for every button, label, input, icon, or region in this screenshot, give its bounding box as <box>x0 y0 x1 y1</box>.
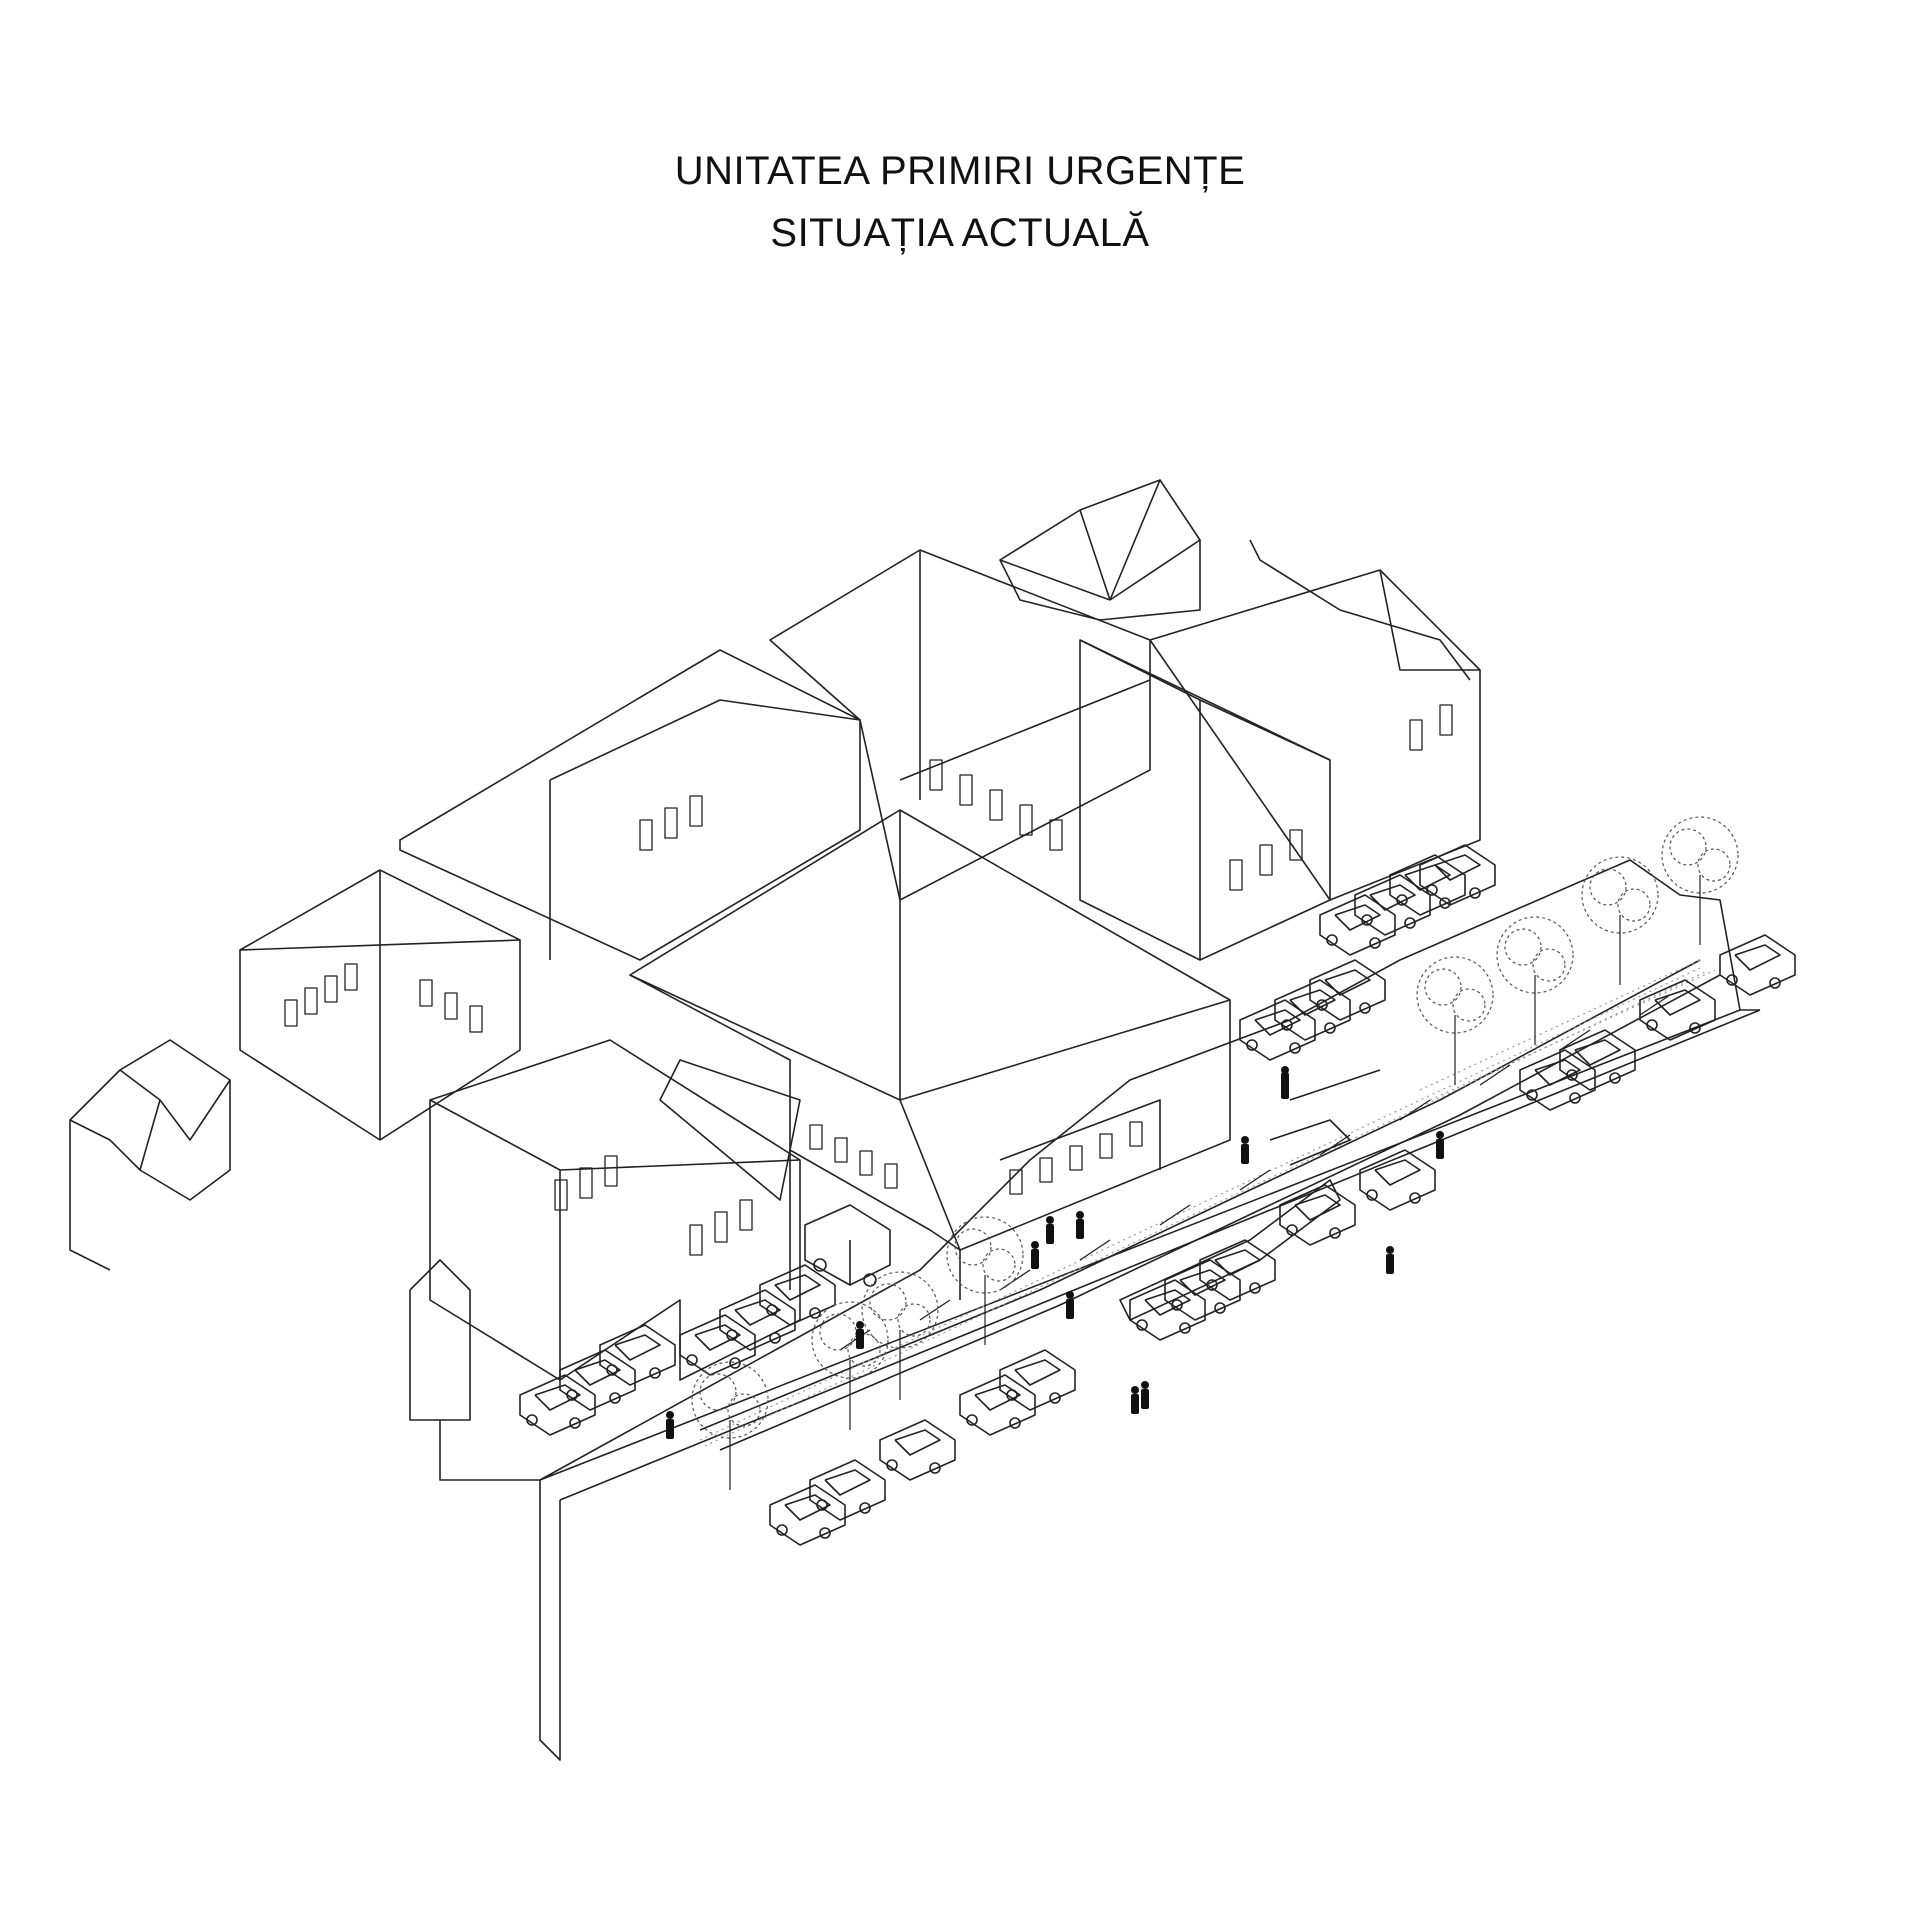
building-southwest-wing <box>410 1040 800 1420</box>
dome <box>1000 480 1200 620</box>
paving-texture <box>700 960 1715 1446</box>
building-north-wing <box>400 550 1150 960</box>
title-line-1: UNITATEA PRIMIRI URGENȚE <box>674 149 1246 193</box>
windows <box>285 705 1452 1255</box>
pedestrians <box>666 1066 1444 1439</box>
entrance-ramp <box>1120 1070 1380 1320</box>
building-northeast-wing <box>1000 480 1480 960</box>
building-emergency-unit <box>630 810 1230 1300</box>
site-ground <box>70 860 1760 1760</box>
title-block: UNITATEA PRIMIRI URGENȚE SITUAȚIA ACTUAL… <box>0 140 1920 264</box>
title-line-2: SITUAȚIA ACTUALĂ <box>770 211 1150 255</box>
trees <box>692 817 1738 1490</box>
building-west-wing <box>70 870 520 1200</box>
parked-cars <box>520 845 1795 1545</box>
